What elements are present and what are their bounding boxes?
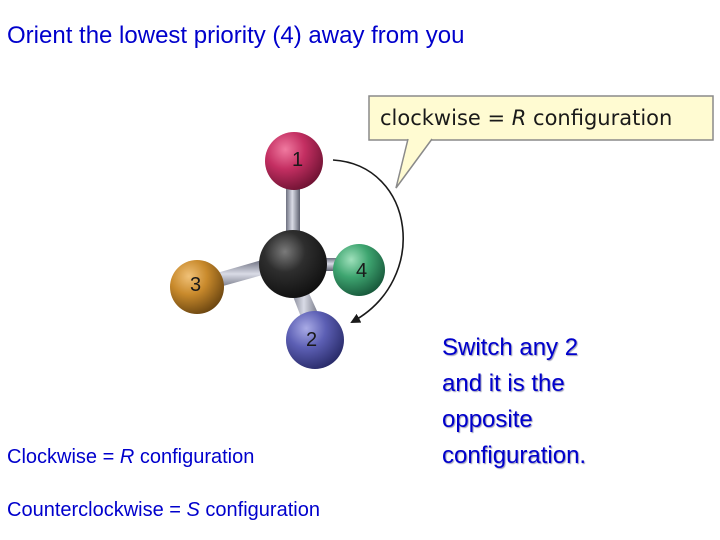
- switch-note-line: and it is the: [442, 370, 565, 397]
- caption-counterclockwise-prefix: Counterclockwise =: [7, 499, 187, 521]
- caption-clockwise-prefix: Clockwise =: [7, 446, 120, 468]
- caption-counterclockwise-letter: S: [186, 499, 200, 521]
- switch-note: Switch any 2 and it is the opposite conf…: [442, 330, 586, 474]
- page-title: Orient the lowest priority (4) away from…: [7, 22, 465, 49]
- callout-text: clockwise = R configuration: [380, 106, 672, 130]
- atom-center: [259, 230, 327, 298]
- switch-note-line: Switch any 2: [442, 334, 579, 361]
- caption-counterclockwise: Counterclockwise = S configuration: [7, 499, 320, 522]
- atom-4-label: 4: [356, 260, 367, 282]
- caption-clockwise-suffix: configuration: [134, 446, 255, 468]
- callout-box: [368, 95, 714, 141]
- atom-2-label: 2: [306, 329, 317, 351]
- callout: clockwise = R configuration: [368, 95, 714, 189]
- atom-3-label: 3: [190, 274, 201, 296]
- switch-note-line: configuration.: [442, 442, 587, 469]
- atom-1-label: 1: [292, 149, 303, 171]
- atom-4: [333, 244, 385, 296]
- atom-3: [170, 260, 224, 314]
- clockwise-arrow: [332, 159, 404, 323]
- atom-2: [286, 311, 344, 369]
- caption-clockwise-letter: R: [119, 446, 135, 468]
- caption-clockwise: Clockwise = R configuration: [7, 446, 254, 469]
- atom-1: [265, 132, 323, 190]
- caption-counterclockwise-suffix: configuration: [199, 499, 320, 521]
- callout-pointer: [395, 138, 433, 189]
- bond-1: [286, 176, 300, 242]
- switch-note-line: opposite: [442, 406, 533, 433]
